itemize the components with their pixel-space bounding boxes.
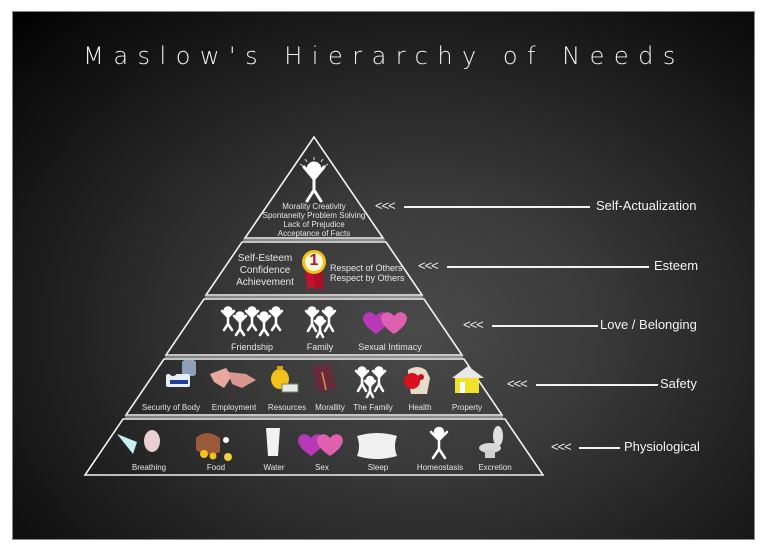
arrow-self-actualization: <<< [375, 198, 396, 213]
esteem-left-1: Self-Esteem [237, 253, 293, 264]
esteem-right-1: Respect of Others [330, 263, 403, 273]
medal-icon [302, 250, 326, 291]
hearts-icon [363, 312, 407, 334]
handshake-icon [210, 368, 256, 388]
arrow-esteem: <<< [418, 258, 439, 273]
tier1-line-3: Lack of Prejudice [283, 220, 345, 229]
money-bag-icon [271, 366, 299, 393]
level-label-safety: Safety [660, 376, 697, 391]
phys-item-4: Sex [315, 463, 329, 472]
tier1-line-2: Spontaneity Problem Solving [262, 211, 366, 220]
arrow-love: <<< [463, 317, 484, 332]
safety-item-6: Health [408, 403, 432, 412]
diagram-title: Maslow's Hierarchy of Needs [83, 42, 685, 70]
safety-item-1: Security of Body [141, 403, 201, 412]
bible-icon [312, 364, 336, 392]
pillow-icon [357, 433, 397, 459]
meat-icon [196, 433, 232, 461]
health-icon [404, 367, 430, 394]
tier-physiological-shape [83, 418, 545, 476]
toilet-icon [479, 426, 503, 458]
connector-love [492, 325, 598, 327]
esteem-left-2: Confidence [239, 265, 291, 276]
house-icon [452, 366, 484, 393]
phys-item-3: Water [263, 463, 285, 472]
phys-item-2: Food [206, 463, 226, 472]
family-icon [354, 366, 387, 399]
safety-item-7: Property [451, 403, 483, 412]
love-item-intimacy: Sexual Intimacy [358, 342, 422, 352]
phys-item-7: Excretion [478, 463, 512, 472]
safety-item-3: Resources [267, 403, 307, 412]
love-item-family: Family [306, 342, 334, 352]
connector-esteem [447, 266, 649, 268]
phys-item-5: Sleep [367, 463, 389, 472]
tier-esteem-shape [204, 241, 424, 296]
phys-item-6: Homeostasis [416, 463, 464, 472]
level-label-physiological: Physiological [624, 439, 700, 454]
person-enlightened-icon [302, 161, 326, 203]
tier1-line-4: Acceptance of Facts [277, 229, 351, 238]
love-item-friendship: Friendship [230, 342, 274, 352]
esteem-right-2: Respect by Others [330, 273, 405, 283]
phys-item-1: Breathing [131, 463, 167, 472]
arrow-safety: <<< [507, 376, 528, 391]
connector-physiological [579, 447, 620, 449]
connector-safety [536, 384, 658, 386]
breathing-icon [117, 430, 160, 454]
safety-item-2: Employment [211, 403, 257, 412]
safety-item-4: Morallity [315, 403, 345, 412]
connector-self-actualization [404, 206, 590, 208]
medal-rank: 1 [309, 252, 319, 269]
tier-safety-shape [124, 358, 504, 416]
body-armor-icon [166, 360, 196, 387]
tier-love-shape [164, 298, 464, 356]
level-label-self-actualization: Self-Actualization [596, 198, 697, 213]
level-label-love: Love / Belonging [600, 317, 697, 332]
safety-item-5: The Family [353, 403, 393, 412]
hearts-icon [298, 434, 343, 456]
tier1-line-1: Morality Creativity [282, 202, 346, 211]
esteem-left-3: Achievement [236, 277, 294, 288]
group-people-icon [220, 306, 284, 337]
tier-self-actualization-shape [243, 135, 385, 239]
level-label-esteem: Esteem [654, 258, 699, 273]
person-icon [429, 426, 449, 460]
water-glass-icon [266, 428, 280, 456]
family-icon [304, 306, 337, 339]
arrow-physiological: <<< [551, 439, 572, 454]
